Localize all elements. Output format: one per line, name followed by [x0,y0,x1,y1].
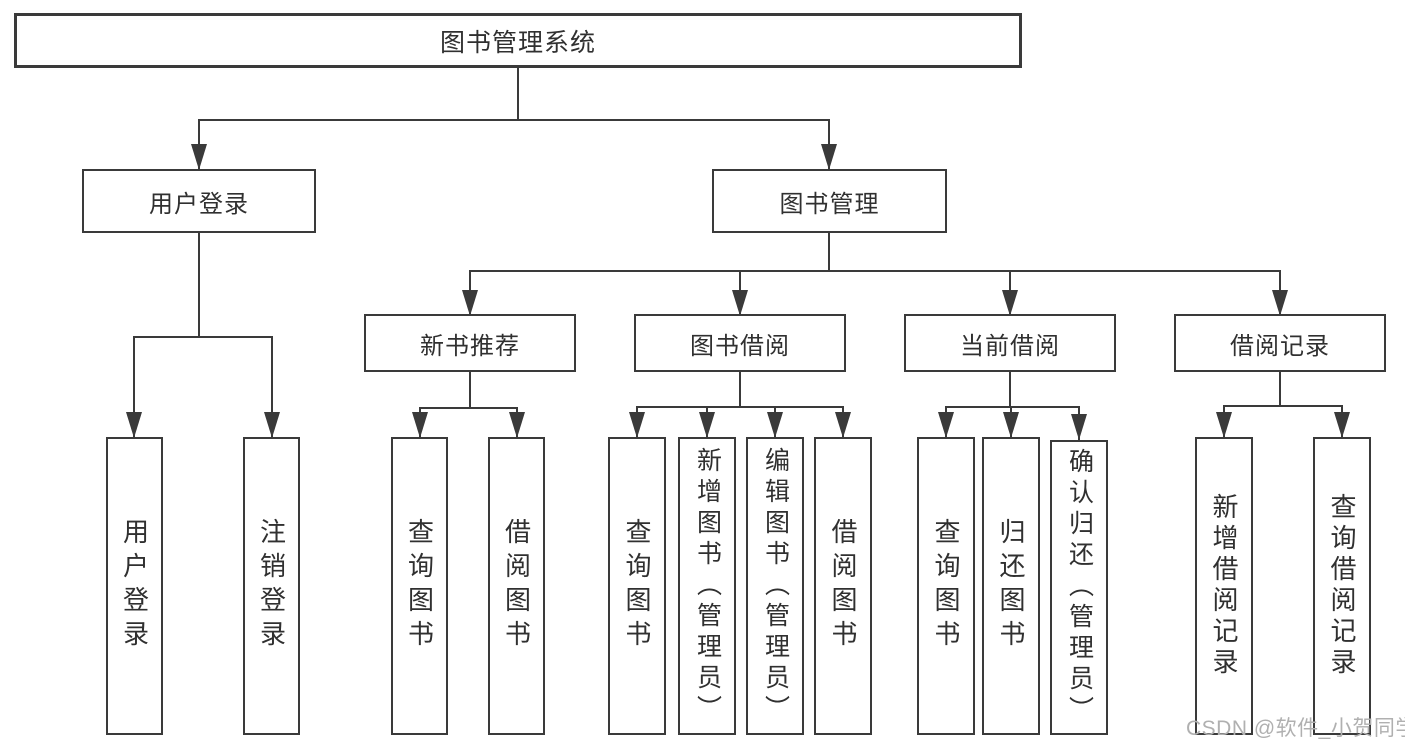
arrow-book-borrow-icon [732,290,748,316]
node-current-borrowing-label: 当前借阅 [960,332,1060,360]
arrow-borrow-books-1-icon [509,412,525,438]
arrow-query-books-1-icon [412,412,428,438]
node-query-borrow-record: 查询借阅记录 [1313,437,1371,735]
node-query-books-2-label: 查询图书 [622,518,652,654]
node-library-management-system-label: 图书管理系统 [439,28,596,57]
connector-level3-bar [469,270,1281,272]
connector-level2-bar [198,119,830,121]
connector-records-drop [1279,372,1281,405]
node-book-borrowing-label: 图书借阅 [690,332,790,360]
node-query-books-3: 查询图书 [917,437,975,735]
connector-book-borrow-bar [636,406,844,408]
node-borrow-books-1: 借阅图书 [488,437,545,735]
arrow-user-login-icon [191,144,207,170]
node-add-borrow-record-label: 新增借阅记录 [1209,493,1239,679]
arrow-query-books-3-icon [938,412,954,438]
node-borrowing-records-label: 借阅记录 [1230,332,1330,360]
connector-current-borrow-drop [1009,372,1011,406]
connector-book-management-drop [828,233,830,271]
node-book-borrowing: 图书借阅 [634,314,846,372]
arrow-add-record-icon [1216,412,1232,438]
arrow-add-books-icon [699,412,715,438]
node-library-management-system: 图书管理系统 [14,13,1022,68]
connector-book-borrow-drop [739,372,741,406]
connector-login-leaf-shaft [133,336,135,437]
connector-records-bar [1223,405,1343,407]
arrow-query-record-icon [1334,412,1350,438]
node-query-books-1: 查询图书 [391,437,448,735]
node-logout-leaf: 注销登录 [243,437,300,735]
node-add-books-admin: 新增图书（管理员） [678,437,736,735]
node-query-books-1-label: 查询图书 [404,518,435,654]
node-logout-leaf-label: 注销登录 [256,518,287,654]
node-user-login-label: 用户登录 [149,190,249,218]
node-borrow-books-2: 借阅图书 [814,437,872,735]
node-add-books-admin-label: 新增图书（管理员） [693,446,722,726]
arrow-new-book-icon [462,290,478,316]
node-new-book-recommendation: 新书推荐 [364,314,576,372]
arrow-query-books-2-icon [629,412,645,438]
arrow-return-books-icon [1003,412,1019,438]
node-user-login-leaf-label: 用户登录 [119,518,150,654]
node-return-books-label: 归还图书 [996,518,1026,654]
node-add-borrow-record: 新增借阅记录 [1195,437,1253,735]
node-query-borrow-record-label: 查询借阅记录 [1327,493,1357,679]
node-user-login: 用户登录 [82,169,316,233]
node-borrowing-records: 借阅记录 [1174,314,1386,372]
arrow-book-management-icon [821,144,837,170]
node-book-management: 图书管理 [712,169,947,233]
csdn-watermark: CSDN @软件_小贺同学 [1186,717,1405,740]
arrow-login-leaf-icon [126,412,142,438]
node-book-management-label: 图书管理 [779,190,880,218]
arrow-records-icon [1272,290,1288,316]
node-current-borrowing: 当前借阅 [904,314,1116,372]
arrow-borrow-books-2-icon [835,412,851,438]
node-edit-books-admin: 编辑图书（管理员） [746,437,804,735]
node-return-books: 归还图书 [982,437,1040,735]
connector-root-drop [517,67,519,120]
arrow-current-borrow-icon [1002,290,1018,316]
connector-current-borrow-bar [945,406,1080,408]
connector-logout-leaf-shaft [271,336,273,437]
connector-new-book-drop [469,372,471,407]
node-confirm-return-admin-label: 确认归还（管理员） [1065,448,1094,727]
node-user-login-leaf: 用户登录 [106,437,163,735]
node-new-book-recommendation-label: 新书推荐 [420,332,520,360]
connector-new-book-bar [419,407,518,409]
arrow-edit-books-icon [767,412,783,438]
arrow-logout-leaf-icon [264,412,280,438]
node-borrow-books-1-label: 借阅图书 [501,518,532,654]
node-query-books-2: 查询图书 [608,437,666,735]
arrow-confirm-return-icon [1071,414,1087,440]
node-confirm-return-admin: 确认归还（管理员） [1050,440,1108,735]
node-edit-books-admin-label: 编辑图书（管理员） [761,446,790,726]
connector-user-login-drop [198,233,200,336]
connector-user-login-bar [133,336,273,338]
node-query-books-3-label: 查询图书 [931,518,961,654]
node-borrow-books-2-label: 借阅图书 [828,518,858,654]
